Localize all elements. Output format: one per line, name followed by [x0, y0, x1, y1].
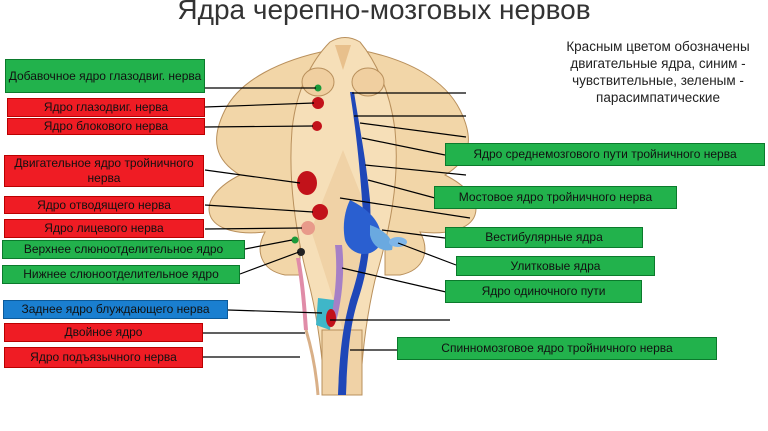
label-solitary-nucleus: Ядро одиночного пути: [445, 280, 642, 303]
inferior-salivatory-nucleus: [297, 248, 305, 256]
vagus-fibers: [304, 329, 320, 396]
label-pontine-trigeminal-nucleus: Мостовое ядро тройничного нерва: [434, 186, 677, 209]
label-trigeminal-motor-nucleus: Двигательное ядро тройничного нерва: [4, 155, 204, 187]
label-mesencephalic-trigeminal-nucleus: Ядро среднемозгового пути тройничного не…: [445, 143, 765, 166]
oculomotor-nucleus: [312, 97, 324, 109]
solitary-tract: [330, 245, 344, 322]
superior-colliculus-left: [301, 67, 335, 97]
diagram-title: Ядра черепно-мозговых нервов: [177, 0, 591, 25]
color-legend-note: Красным цветом обозначены двигательные я…: [566, 39, 750, 105]
accessory-oculomotor-nucleus: [314, 84, 322, 92]
label-dorsal-vagus-nucleus: Заднее ядро блуждающего нерва: [3, 300, 228, 319]
label-trochlear-nucleus: Ядро блокового нерва: [7, 118, 205, 135]
rhomboid-fossa: [311, 150, 375, 330]
label-abducens-nucleus: Ядро отводящего нерва: [4, 196, 204, 214]
abducens-nucleus: [312, 204, 328, 220]
trochlear-nucleus: [312, 121, 322, 131]
superior-colliculus-right: [351, 67, 385, 97]
right-leader-lines: [330, 92, 471, 351]
label-facial-nucleus: Ядро лицевого нерва: [4, 219, 204, 238]
pontine-nucleus-blue: [343, 200, 381, 255]
label-accessory-oculomotor-nucleus: Добавочное ядро глазодвиг. нерва: [5, 59, 205, 93]
superior-salivatory-nucleus: [291, 236, 299, 244]
label-inferior-salivatory-nucleus: Нижнее слюноотделительное ядро: [2, 265, 240, 284]
label-spinal-trigeminal-nucleus: Спинномозговое ядро тройничного нерва: [397, 337, 717, 360]
label-vestibular-nuclei: Вестибулярные ядра: [445, 227, 643, 248]
label-superior-salivatory-nucleus: Верхнее слюноотделительное ядро: [2, 240, 245, 259]
hypoglossal-nucleus: [326, 309, 336, 327]
trigeminal-sensory-column: [338, 92, 371, 395]
label-oculomotor-nucleus: Ядро глазодвиг. нерва: [7, 98, 205, 117]
label-hypoglossal-nucleus: Ядро подъязычного нерва: [4, 347, 203, 368]
pineal-notch: [335, 45, 351, 70]
label-cochlear-nuclei: Улитковые ядра: [456, 256, 655, 276]
left-leader-lines: [203, 87, 323, 358]
facial-nucleus: [301, 221, 315, 235]
label-nucleus-ambiguus: Двойное ядро: [4, 323, 203, 342]
vestibular-area: [370, 225, 393, 251]
trigeminal-motor-nucleus: [297, 171, 317, 195]
